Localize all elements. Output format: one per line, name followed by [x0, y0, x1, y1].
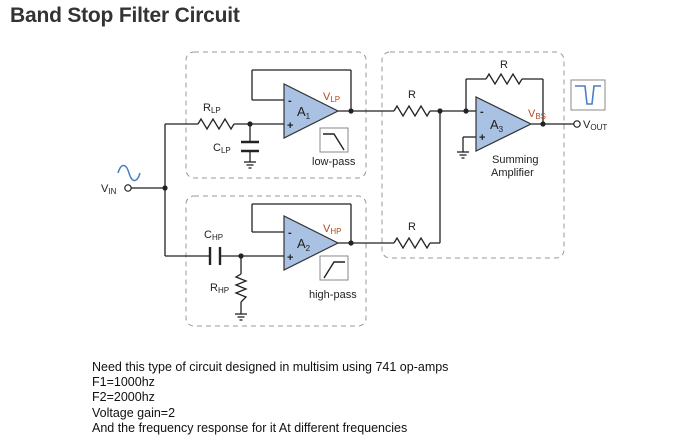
capacitors — [208, 140, 259, 265]
note-line: F2=2000hz — [92, 390, 155, 405]
low-pass-stage-box — [185, 51, 367, 179]
r-lp-label: RLP — [203, 102, 221, 115]
resistor-r-hp — [234, 273, 248, 303]
a2-inverting-sign: - — [288, 227, 292, 239]
resistor-r-lp — [197, 117, 235, 131]
vout-terminal — [573, 120, 581, 128]
sine-wave-icon — [117, 164, 141, 182]
resistors — [197, 72, 523, 303]
v-out-label: VOUT — [583, 119, 607, 132]
resistor-r-feedback — [485, 72, 523, 86]
v-hp-label: VHP — [323, 223, 341, 236]
resistor-r-top — [393, 104, 431, 118]
opamp-a3-icon — [475, 96, 533, 152]
a1-noninverting-sign: + — [287, 120, 293, 132]
summing-stage-box — [381, 51, 565, 259]
v-lp-label: VLP — [323, 91, 340, 104]
r-mid-label: R — [408, 221, 416, 233]
note-line: And the frequency response for it At dif… — [92, 420, 408, 435]
r-top-label: R — [408, 89, 416, 101]
v-bs-label: VBS — [528, 108, 546, 121]
note-line: Need this type of circuit designed in mu… — [92, 360, 449, 374]
a3-noninverting-sign: + — [479, 132, 485, 144]
high-pass-label: high-pass — [309, 289, 357, 301]
a3-inverting-sign: - — [480, 106, 484, 118]
band-stop-circuit-diagram: - + - + - + A1 A2 A3 RLP CLP VLP CHP RHP… — [101, 51, 607, 327]
page-title: Band Stop Filter Circuit — [10, 4, 240, 27]
opamp-a3-label: A3 — [490, 117, 504, 134]
question-notes: Need this type of circuit designed in mu… — [92, 360, 448, 436]
low-pass-label: low-pass — [312, 156, 356, 168]
summing-label-line1: Summing — [492, 154, 538, 166]
high-pass-stage-box — [185, 195, 367, 327]
c-lp-label: CLP — [213, 142, 231, 155]
r-hp-label: RHP — [210, 282, 229, 295]
opamp-a2-label: A2 — [297, 236, 311, 253]
opamp-a1-icon — [283, 83, 340, 139]
junction-dots — [162, 108, 546, 259]
opamp-a2-icon — [283, 215, 340, 271]
c-hp-label: CHP — [204, 229, 223, 242]
r-feedback-label: R — [500, 59, 508, 71]
vin-terminal — [124, 184, 132, 192]
band-stop-response-icon — [570, 79, 606, 111]
summing-label-line2: Amplifier — [491, 167, 534, 179]
note-line: F1=1000hz — [92, 375, 155, 390]
note-line: Voltage gain=2 — [92, 405, 176, 420]
a1-inverting-sign: - — [288, 95, 292, 107]
ground-symbols — [235, 151, 469, 321]
circuit-wires — [131, 69, 574, 314]
a2-noninverting-sign: + — [287, 252, 293, 264]
v-in-label: VIN — [101, 183, 117, 196]
resistor-r-bottom — [393, 236, 431, 250]
opamp-a1-label: A1 — [297, 104, 311, 121]
